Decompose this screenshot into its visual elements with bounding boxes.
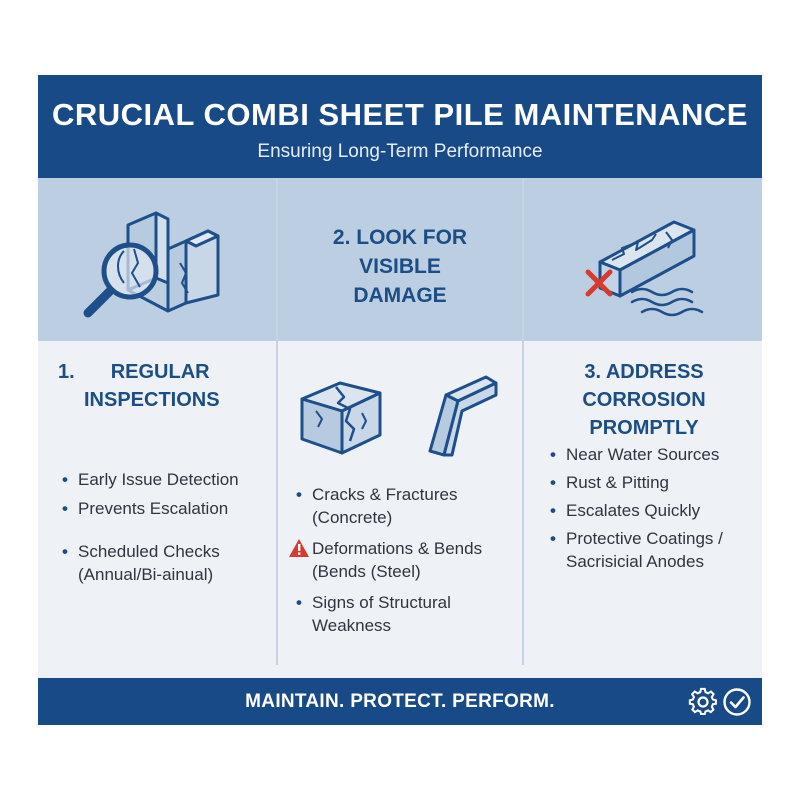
list-item-text: Signs of Structural [312, 593, 451, 612]
list-item-text: Protective Coatings / [566, 529, 723, 548]
column-1-list: •Early Issue Detection •Prevents Escalat… [60, 468, 270, 586]
warning-icon [289, 539, 309, 557]
list-item-text-cont: (Annual/Bi-ainual) [78, 565, 214, 584]
column-1-number: 1. [58, 361, 75, 383]
red-x-icon [585, 269, 613, 297]
column-3-heading: 3. ADDRESS CORROSION PROMPTLY [526, 358, 762, 442]
corroded-beam-water-icon [585, 220, 704, 317]
column-divider-right [522, 178, 524, 665]
list-item: Deformations & Bends (Bends (Steel) [289, 537, 516, 583]
list-item: •Early Issue Detection [62, 470, 239, 489]
list-item-text: Rust & Pitting [566, 473, 669, 492]
list-item-text-cont: (Bends (Steel) [312, 562, 421, 581]
column-3-heading-line2: PROMPTLY [589, 417, 699, 439]
infographic-card: CRUCIAL COMBI SHEET PILE MAINTENANCE Ens… [38, 75, 762, 725]
footer-tagline: MAINTAIN. PROTECT. PERFORM. [245, 691, 555, 712]
column-2-heading-line2: VISIBLE [359, 255, 441, 278]
column-2-heading: 2. LOOK FOR VISIBLE DAMAGE [278, 223, 522, 310]
page-subtitle: Ensuring Long-Term Performance [257, 141, 543, 162]
list-item: •Escalates Quickly [550, 501, 701, 520]
column-2-list: •Cracks & Fractures(Concrete) Deformatio… [289, 483, 516, 637]
page-title: CRUCIAL COMBI SHEET PILE MAINTENANCE [51, 97, 748, 132]
list-item: •Near Water Sources [550, 445, 720, 464]
list-item-text: Scheduled Checks [78, 542, 220, 561]
list-item-text-cont: (Concrete) [312, 508, 393, 527]
header-banner: CRUCIAL COMBI SHEET PILE MAINTENANCE Ens… [38, 75, 762, 178]
column-1-heading-line2: INSPECTIONS [84, 389, 220, 411]
column-1-heading: 1. REGULAR INSPECTIONS [58, 358, 268, 414]
list-item: •Protective Coatings /Sacrisicial Anodes [550, 529, 723, 571]
list-item-text-cont: Weakness [312, 616, 392, 635]
footer-banner: MAINTAIN. PROTECT. PERFORM. [38, 678, 762, 725]
magnifier-icon [83, 242, 159, 318]
column-divider-left [276, 178, 278, 665]
column-2-heading-line1: 2. LOOK FOR [332, 226, 468, 249]
gear-icon [688, 687, 717, 715]
list-item: •Prevents Escalation [62, 499, 229, 518]
list-item-text: Escalates Quickly [566, 501, 701, 520]
check-circle-icon [723, 688, 751, 716]
list-item-text-cont: Sacrisicial Anodes [566, 552, 704, 571]
list-item-text: Prevents Escalation [78, 499, 229, 518]
list-item-text: Cracks & Fractures [312, 485, 458, 504]
bent-steel-beam-icon [428, 375, 498, 457]
list-item: •Cracks & Fractures(Concrete) [296, 485, 458, 527]
column-3-list: •Near Water Sources •Rust & Pitting •Esc… [548, 443, 758, 573]
cracked-concrete-bent-steel-icon [300, 375, 498, 457]
cracked-concrete-block-icon [300, 381, 382, 455]
list-item-text: Near Water Sources [566, 445, 720, 464]
column-3-heading-line1: 3. ADDRESS CORROSION [582, 361, 706, 411]
list-item: •Rust & Pitting [550, 473, 669, 492]
magnifier-sheet-pile-icon [83, 211, 220, 318]
list-item: •Scheduled Checks(Annual/Bi-ainual) [62, 542, 220, 584]
column-1-heading-line1: REGULAR [110, 361, 210, 383]
list-item-text: Deformations & Bends [312, 539, 483, 558]
column-2-heading-line3: DAMAGE [353, 284, 447, 307]
list-item-text: Early Issue Detection [78, 470, 239, 489]
